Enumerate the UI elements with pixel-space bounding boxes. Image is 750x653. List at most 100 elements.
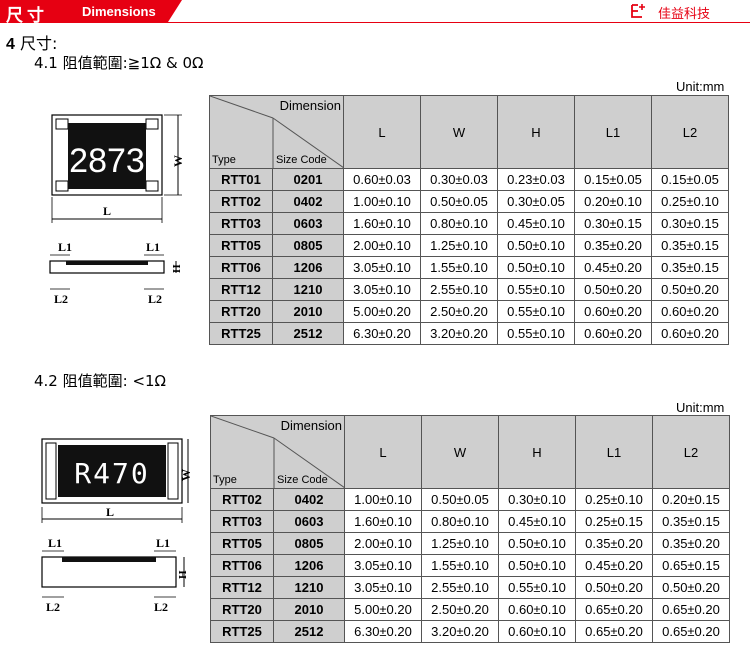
value-cell: 0.30±0.15 (574, 212, 652, 235)
value-cell: 0.45±0.10 (498, 510, 576, 533)
section-header: 尺寸 Dimensions 佳益科技 (0, 0, 750, 26)
value-cell: 0.50±0.10 (497, 234, 575, 257)
section-title: 尺寸: (20, 34, 58, 53)
type-cell: RTT01 (209, 168, 273, 191)
value-cell: 6.30±0.20 (344, 620, 422, 643)
unit-label-4-1: Unit:mm (676, 79, 725, 94)
value-cell: 0.35±0.15 (651, 234, 729, 257)
value-cell: 0.25±0.10 (575, 488, 653, 511)
w-label: W (171, 155, 185, 167)
size-code-cell: 1206 (273, 554, 345, 577)
dimension-table-4-1: Dimension Type Size Code L W H L1 L2 RTT… (209, 95, 729, 345)
value-cell: 0.50±0.05 (420, 190, 498, 213)
column-header: L1 (574, 95, 652, 169)
value-cell: 0.15±0.05 (651, 168, 729, 191)
dimension-table-4-2: Dimension Type Size Code L W H L1 L2 RTT… (210, 415, 730, 643)
value-cell: 1.60±0.10 (343, 212, 421, 235)
value-cell: 0.65±0.20 (652, 598, 730, 621)
type-cell: RTT03 (209, 212, 273, 235)
l-label: L (103, 204, 111, 218)
dimension-header-cell: Dimension Type Size Code (209, 95, 344, 169)
column-header: W (421, 415, 499, 489)
value-cell: 0.30±0.10 (498, 488, 576, 511)
value-cell: 2.00±0.10 (344, 532, 422, 555)
value-cell: 0.50±0.05 (421, 488, 499, 511)
size-code-cell: 0402 (273, 488, 345, 511)
brand-logo-icon (631, 4, 645, 18)
size-code-label: Size Code (276, 154, 327, 166)
value-cell: 0.45±0.20 (575, 554, 653, 577)
value-cell: 0.60±0.20 (574, 300, 652, 323)
value-cell: 0.15±0.05 (574, 168, 652, 191)
size-code-cell: 2010 (272, 300, 344, 323)
size-code-cell: 1210 (272, 278, 344, 301)
value-cell: 0.55±0.10 (497, 278, 575, 301)
type-label: Type (212, 154, 236, 166)
value-cell: 0.60±0.03 (343, 168, 421, 191)
value-cell: 0.50±0.20 (575, 576, 653, 599)
type-cell: RTT25 (209, 322, 273, 345)
header-title-en: Dimensions (82, 4, 156, 19)
value-cell: 0.65±0.20 (652, 620, 730, 643)
type-cell: RTT12 (209, 278, 273, 301)
value-cell: 0.25±0.15 (575, 510, 653, 533)
table-header-row: Dimension Type Size Code L W H L1 L2 (209, 95, 729, 169)
value-cell: 0.23±0.03 (497, 168, 575, 191)
type-cell: RTT12 (210, 576, 274, 599)
size-code-cell: 0603 (272, 212, 344, 235)
value-cell: 5.00±0.20 (343, 300, 421, 323)
value-cell: 0.35±0.20 (652, 532, 730, 555)
value-cell: 0.50±0.20 (651, 278, 729, 301)
type-cell: RTT25 (210, 620, 274, 643)
column-header: L2 (652, 415, 730, 489)
value-cell: 0.35±0.20 (575, 532, 653, 555)
resistive-layer (68, 123, 146, 189)
value-cell: 3.05±0.10 (344, 554, 422, 577)
value-cell: 0.30±0.03 (420, 168, 498, 191)
type-cell: RTT05 (210, 532, 274, 555)
value-cell: 0.50±0.10 (498, 532, 576, 555)
size-code-cell: 2512 (272, 322, 344, 345)
value-cell: 0.65±0.20 (575, 620, 653, 643)
section-heading: 4 尺寸: (6, 30, 57, 54)
value-cell: 0.80±0.10 (420, 212, 498, 235)
resistor-drawing-4-2: R470 W L L1 L1 H L2 L2 (41, 438, 193, 614)
value-cell: 3.20±0.20 (421, 620, 499, 643)
value-cell: 3.05±0.10 (344, 576, 422, 599)
h-label: H (171, 264, 183, 273)
l1-label-right: L1 (146, 240, 160, 254)
value-cell: 2.50±0.20 (420, 300, 498, 323)
type-cell: RTT03 (210, 510, 274, 533)
value-cell: 0.35±0.15 (651, 256, 729, 279)
value-cell: 1.00±0.10 (344, 488, 422, 511)
value-cell: 0.60±0.10 (498, 620, 576, 643)
value-cell: 0.20±0.10 (574, 190, 652, 213)
value-cell: 1.25±0.10 (420, 234, 498, 257)
header-bar (0, 0, 182, 22)
value-cell: 0.65±0.20 (575, 598, 653, 621)
value-cell: 0.50±0.10 (497, 256, 575, 279)
column-header: H (497, 95, 575, 169)
value-cell: 0.60±0.20 (574, 322, 652, 345)
l2-label-left: L2 (54, 292, 68, 306)
value-cell: 3.20±0.20 (420, 322, 498, 345)
resistor-drawing-4-1: 2873 W L L1 L1 H L2 L2 (49, 114, 185, 306)
l2-label-right: L2 (154, 600, 168, 614)
chip-marking: R470 (74, 457, 149, 490)
size-code-cell: 1206 (272, 256, 344, 279)
type-cell: RTT02 (209, 190, 273, 213)
value-cell: 0.50±0.20 (652, 576, 730, 599)
l2-label-left: L2 (46, 600, 60, 614)
